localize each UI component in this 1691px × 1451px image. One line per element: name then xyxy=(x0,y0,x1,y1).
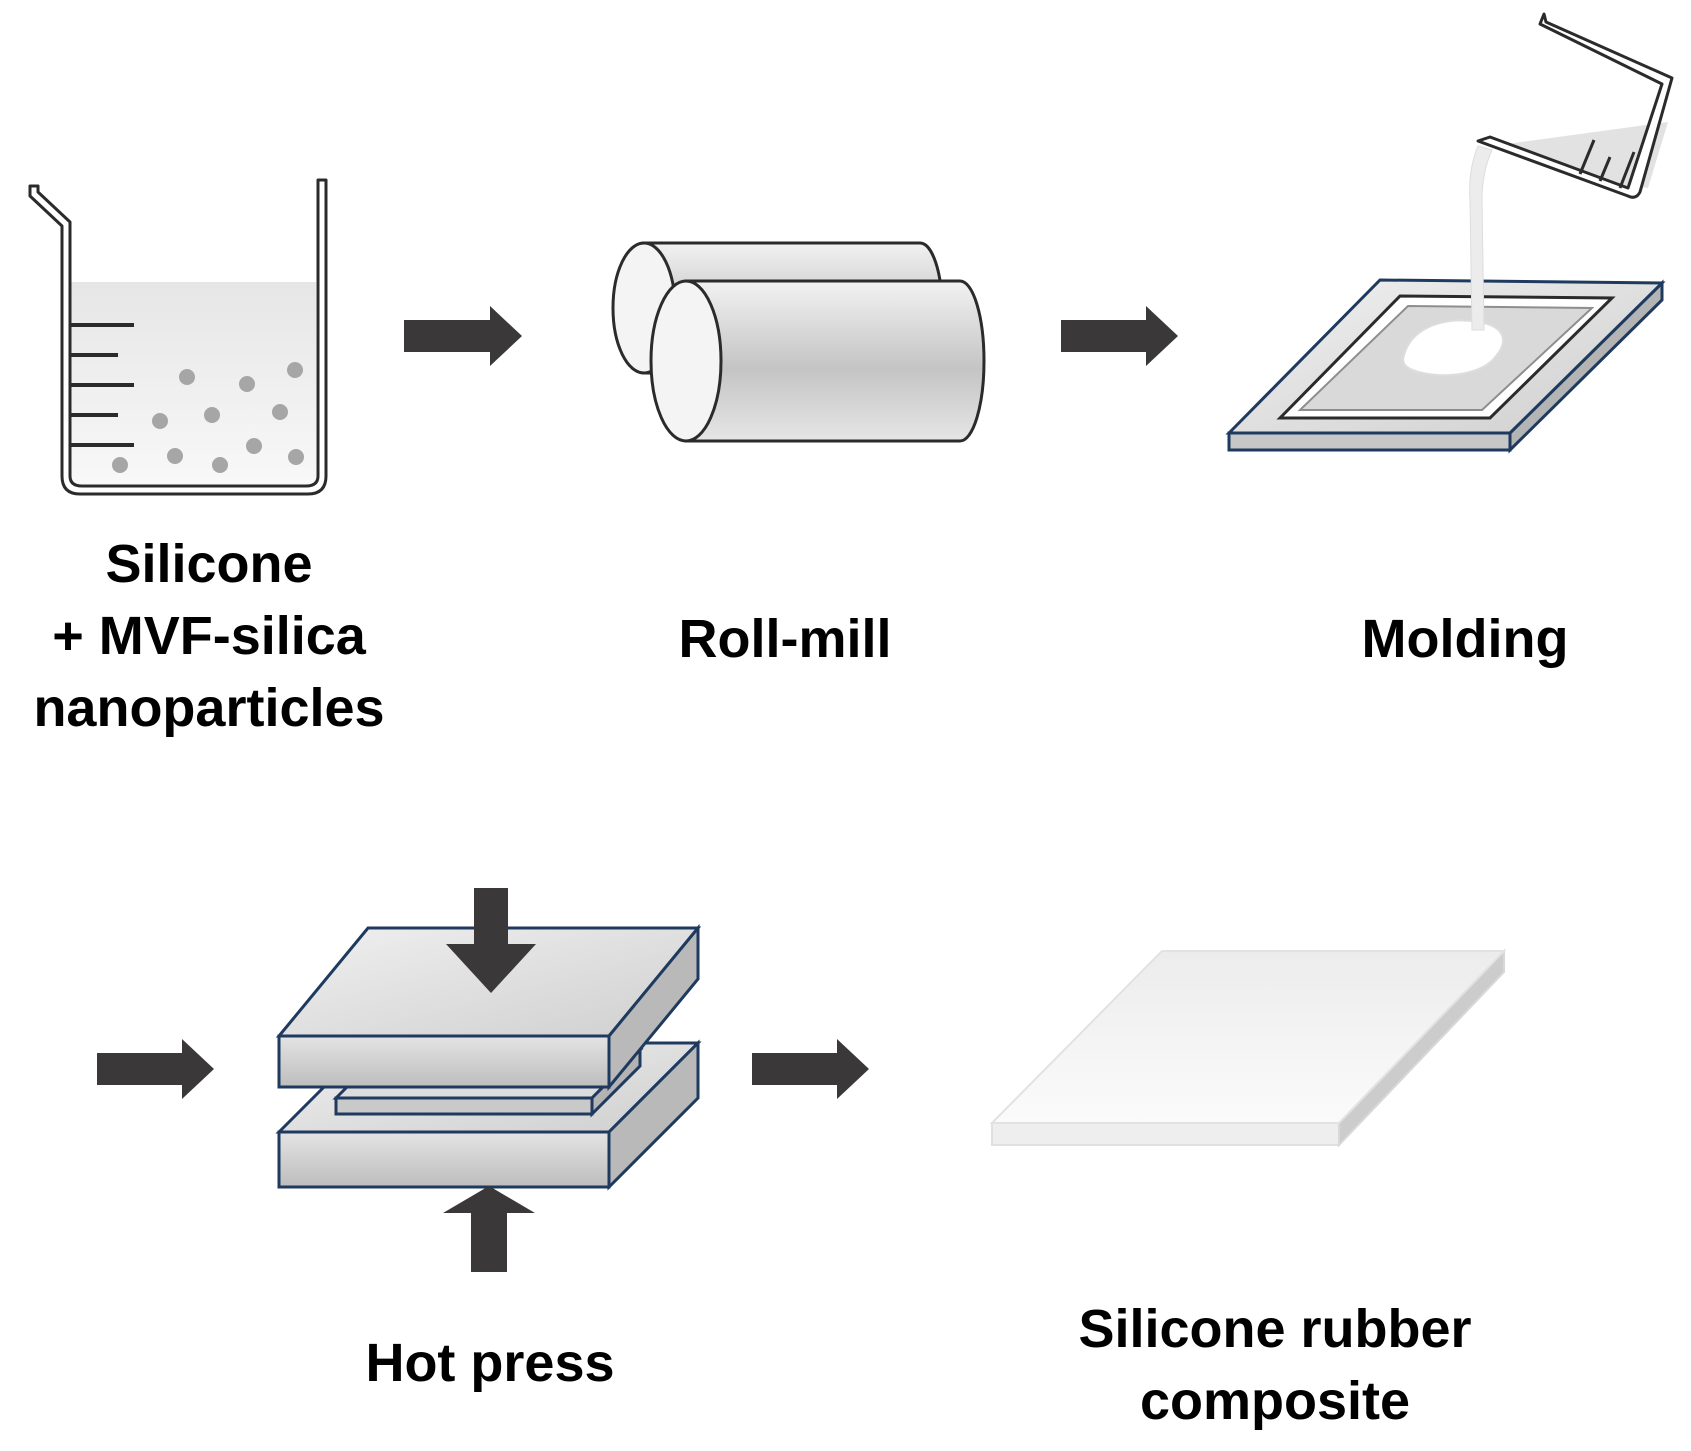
label-molding-line-1: Molding xyxy=(1361,609,1569,669)
label-molding: Molding xyxy=(1300,603,1630,675)
beaker-icon xyxy=(28,178,328,496)
arrow-3-icon xyxy=(97,1039,214,1099)
bottom-plate-side xyxy=(607,1039,700,1191)
press-up-arrow-icon xyxy=(443,1186,535,1272)
mold-icon xyxy=(1225,12,1674,454)
label-product-line-2: composite xyxy=(1139,1371,1411,1431)
pour-stream xyxy=(1469,145,1493,331)
flow-arrows xyxy=(97,306,1178,1099)
arrow-4-icon xyxy=(752,1039,869,1099)
press-down-arrow-icon xyxy=(446,888,536,993)
label-mixing-line-2: + MVF-silica xyxy=(52,606,366,666)
label-roll-mill: Roll-mill xyxy=(620,603,950,675)
mold-sheet-front xyxy=(334,1096,594,1116)
label-mixing-line-3: nanoparticles xyxy=(33,678,385,738)
top-plate-front xyxy=(277,1034,611,1089)
bottom-plate-front xyxy=(277,1130,611,1189)
mold-plate-front xyxy=(1227,431,1512,452)
nanoparticles xyxy=(112,362,304,473)
hot-press-icon xyxy=(275,888,702,1272)
label-hot-press-line-1: Hot press xyxy=(365,1333,615,1393)
beaker-outer-wall xyxy=(28,178,328,496)
label-mixing: Silicone + MVF-silica nanoparticles xyxy=(0,528,418,744)
sheet-top xyxy=(989,950,1507,1124)
pouring-beaker-icon xyxy=(1476,12,1674,199)
arrow-2-icon xyxy=(1061,306,1178,366)
rubber-sheet-icon xyxy=(989,948,1507,1148)
front-roller xyxy=(684,279,986,443)
silicone-pool xyxy=(1402,319,1504,377)
label-mixing-line-1: Silicone xyxy=(105,534,313,594)
top-plate-side xyxy=(607,923,700,1092)
label-product-line-1: Silicone rubber xyxy=(1078,1299,1472,1359)
roll-mill-icon xyxy=(611,241,986,443)
arrow-1-icon xyxy=(404,306,522,366)
beaker-scale-marks xyxy=(70,323,134,447)
pouring-beaker-liquid xyxy=(1492,122,1668,188)
label-roll-mill-line-1: Roll-mill xyxy=(678,609,892,669)
label-hot-press: Hot press xyxy=(320,1327,660,1399)
front-roller-end xyxy=(649,279,723,443)
pouring-beaker-wall xyxy=(1476,12,1674,199)
sheet-front xyxy=(991,1122,1340,1146)
label-product: Silicone rubber composite xyxy=(1020,1293,1530,1437)
